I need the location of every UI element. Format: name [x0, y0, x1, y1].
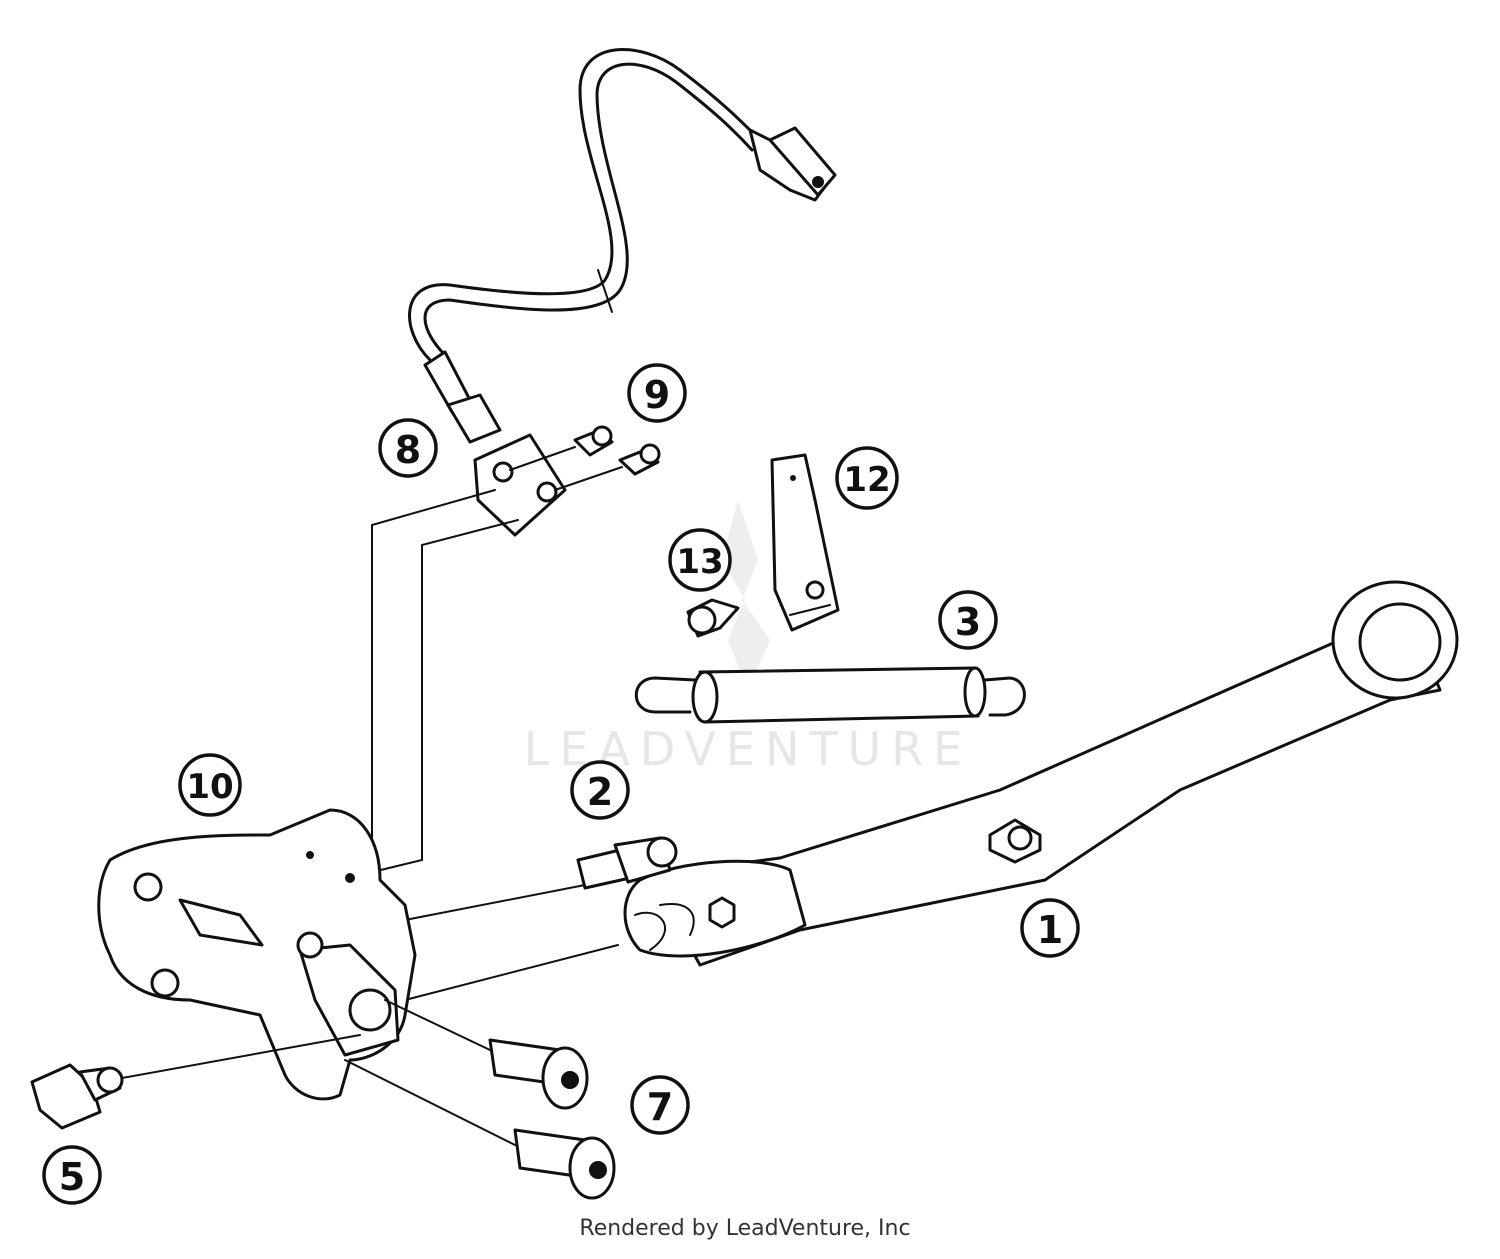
callout-5: 5 [42, 1145, 102, 1205]
mounting-bracket [97, 808, 417, 1101]
callout-1-label: 1 [1037, 908, 1063, 952]
callout-12-label: 12 [843, 460, 890, 500]
leadventure-watermark-logo: LEADVENTURE [524, 500, 962, 776]
sidestand-switch-harness [359, 48, 837, 876]
callout-3: 3 [938, 590, 998, 650]
callout-2-label: 2 [587, 770, 613, 814]
side-stand-leg [623, 580, 1459, 967]
callout-12: 12 [835, 446, 899, 510]
plate-bolt [686, 598, 740, 638]
pivot-bolt [404, 836, 678, 1001]
callout-13-label: 13 [676, 542, 723, 582]
callout-7: 7 [630, 1075, 690, 1135]
callout-10-label: 10 [186, 767, 233, 807]
callout-2: 2 [570, 760, 630, 820]
callout-5-label: 5 [59, 1155, 85, 1199]
callout-13: 13 [668, 528, 732, 592]
rendered-by-footer: Rendered by LeadVenture, Inc [579, 1216, 910, 1241]
pivot-nut [30, 1034, 361, 1130]
return-spring [634, 666, 1026, 724]
callout-9: 9 [627, 363, 687, 423]
callout-8-label: 8 [395, 428, 421, 472]
callout-9-label: 9 [644, 373, 670, 417]
mounting-bolts [344, 999, 616, 1200]
callout-1: 1 [1020, 898, 1080, 958]
callout-8: 8 [378, 418, 438, 478]
callout-3-label: 3 [955, 600, 981, 644]
sensor-plate [770, 453, 840, 632]
callout-10: 10 [178, 753, 242, 817]
callout-7-label: 7 [647, 1085, 673, 1129]
